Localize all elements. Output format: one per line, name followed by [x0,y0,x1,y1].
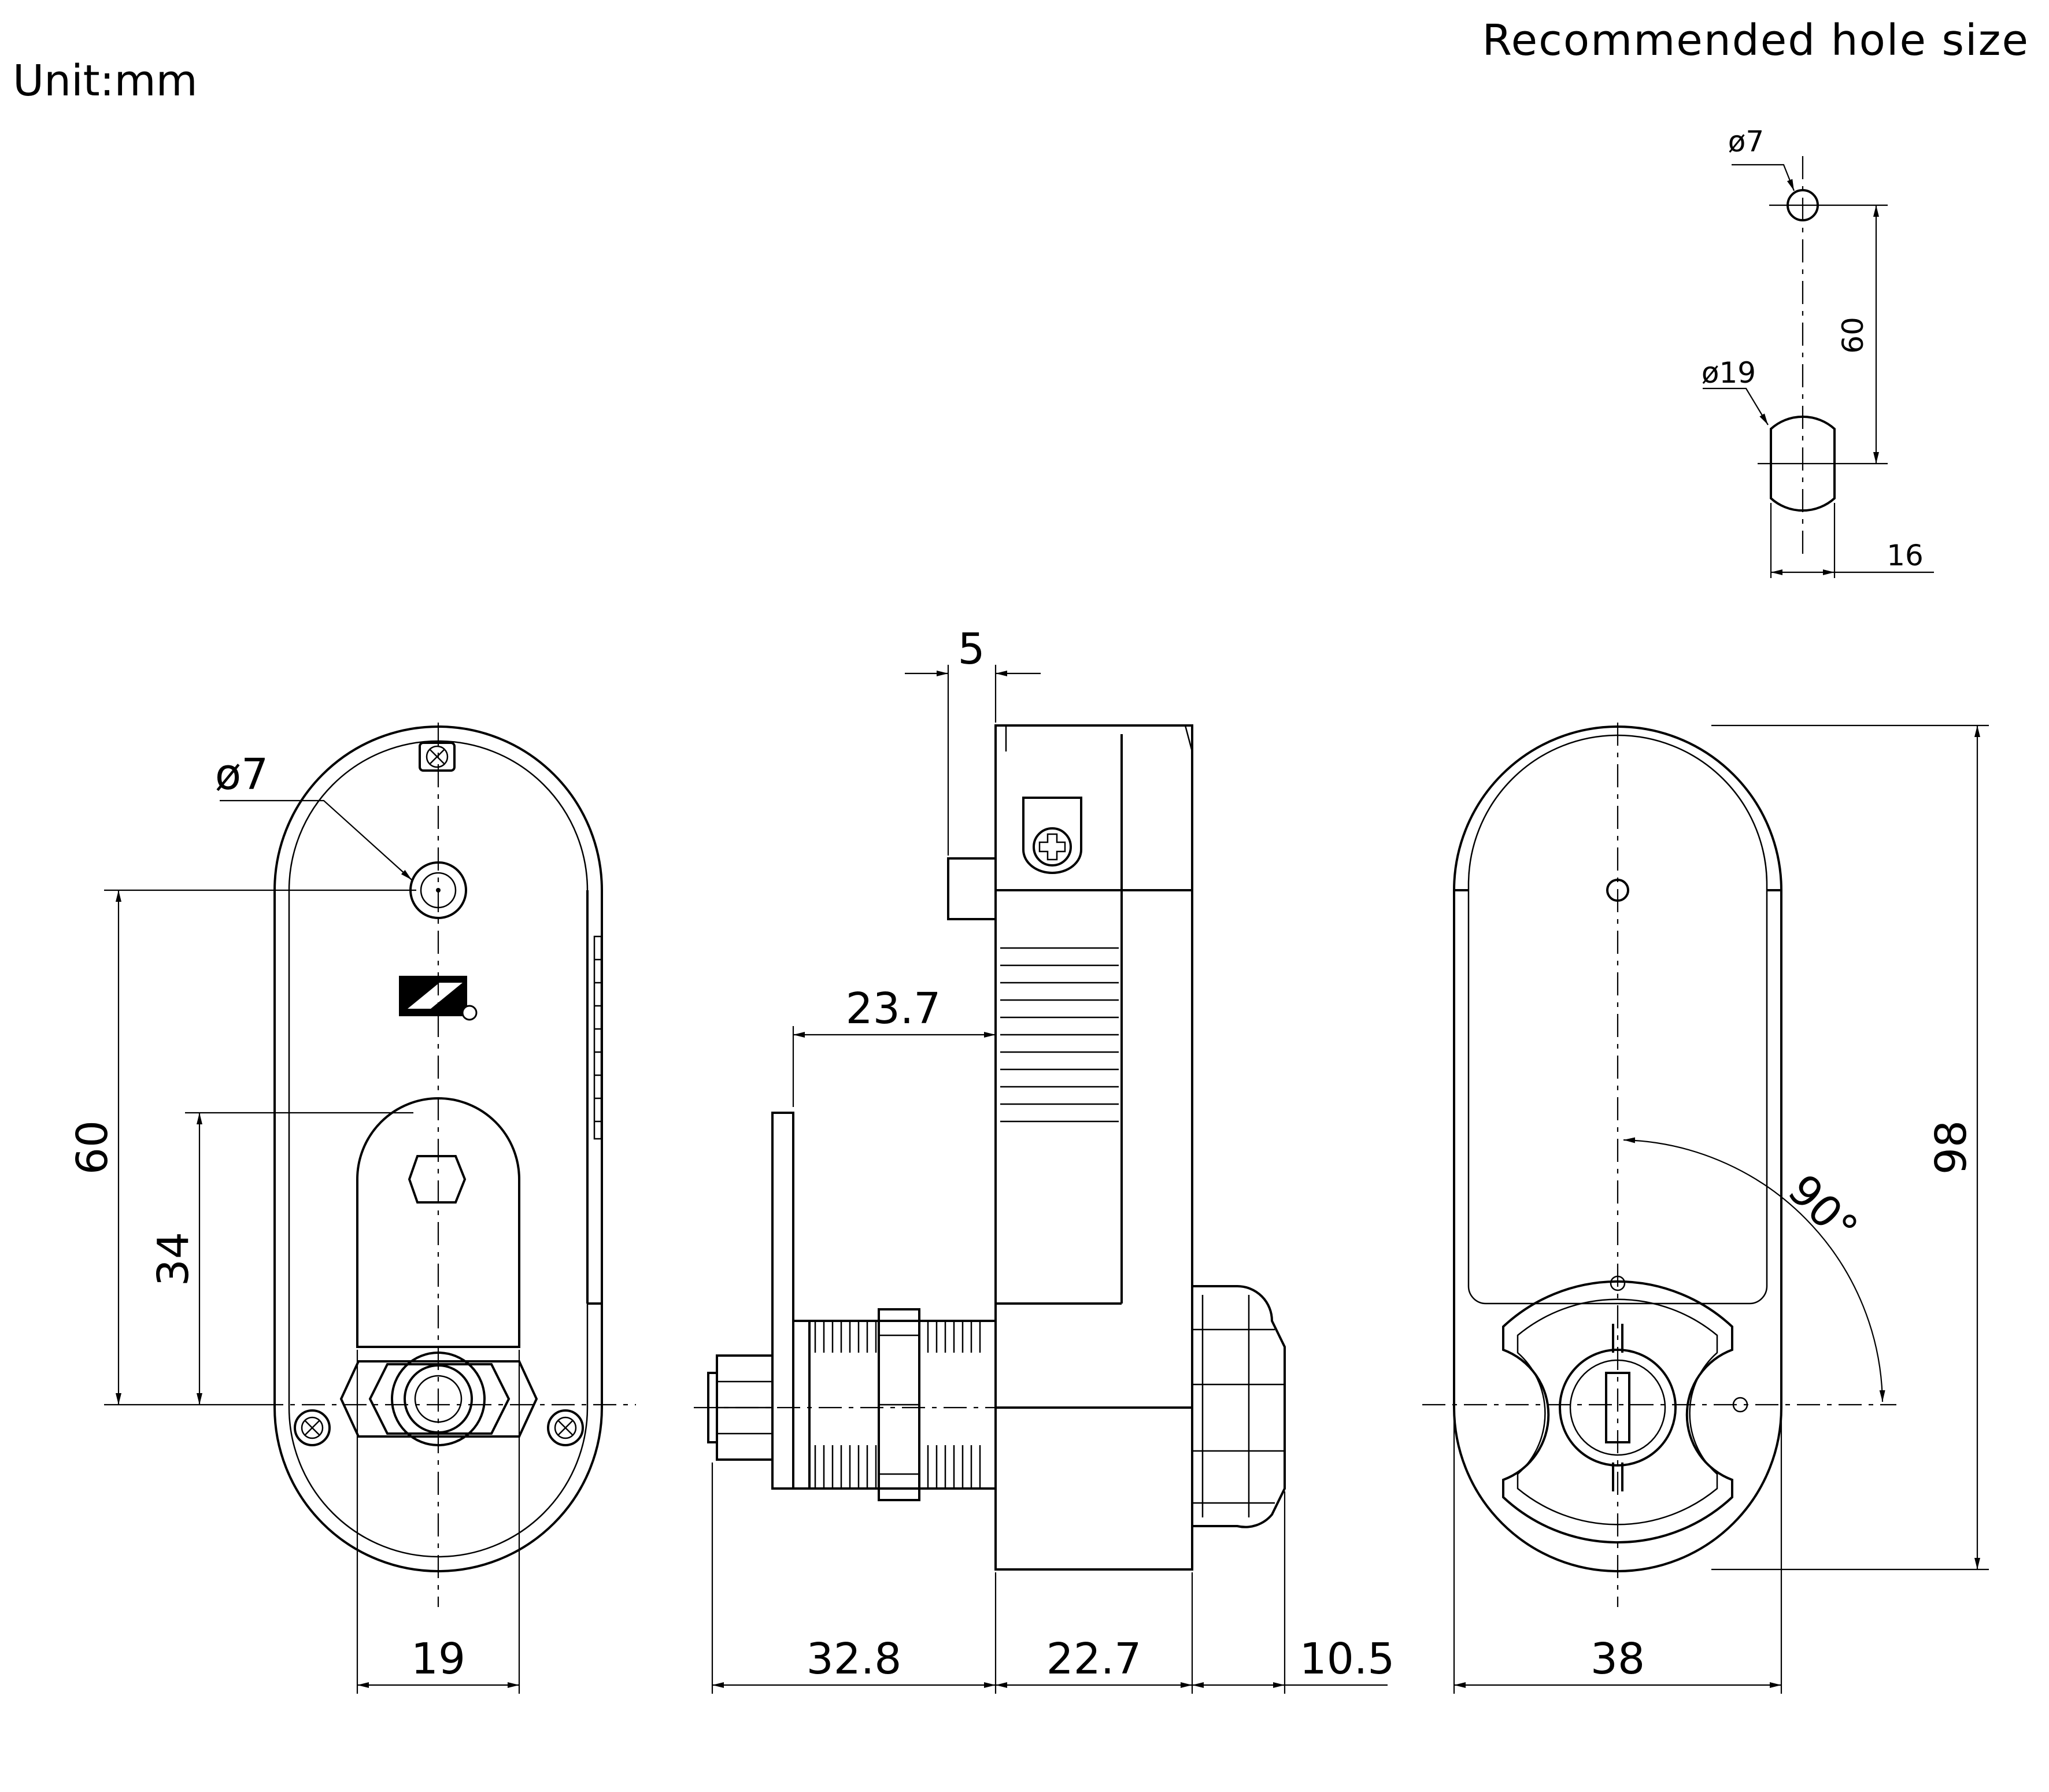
front-view: 60 34 ø7 19 [68,723,636,1694]
brand-logo [399,976,478,1021]
back-dim-98: 98 [1926,1120,1976,1175]
front-dim-34: 34 [149,1232,198,1286]
unit-label: Unit:mm [13,56,198,106]
cam-plate [771,1112,794,1490]
front-grip-ribs [593,935,602,1140]
side-view: 5 23.7 32.8 22.7 10.5 [694,624,1395,1694]
small-hole-label: ø7 [1728,125,1764,158]
hole-flat-16: 16 [1887,539,1924,572]
side-dim-10-5: 10.5 [1300,1634,1395,1684]
side-screw-icon [1022,797,1082,874]
side-dim-32-8: 32.8 [807,1634,902,1684]
back-view: 98 90° 38 [1422,723,1989,1694]
large-hole-label: ø19 [1702,356,1756,390]
back-angle-90: 90° [1778,1165,1867,1254]
side-knob [1191,1285,1286,1528]
hole-size-title: Recommended hole size [1482,16,2029,65]
small-hole [1787,189,1819,221]
large-hole [1770,415,1836,512]
back-cam-knob [1502,1275,1748,1544]
bottom-left-screw-icon [294,1409,331,1446]
side-ribs [1000,947,1119,1123]
bottom-right-screw-icon [547,1409,584,1446]
front-dim-19: 19 [411,1634,465,1684]
front-hole-label: ø7 [215,750,268,799]
front-dim-60: 60 [68,1120,117,1175]
hole-size-diagram: 16 60 ø7 ø19 [1702,125,1934,578]
hole-spacing-60: 60 [1836,317,1870,354]
side-dim-22-7: 22.7 [1046,1634,1142,1684]
top-screw-icon [419,742,456,772]
side-dim-23-7: 23.7 [846,984,941,1034]
hex-nut [878,1308,920,1501]
side-dim-5: 5 [957,624,985,674]
back-dim-38: 38 [1591,1634,1645,1684]
